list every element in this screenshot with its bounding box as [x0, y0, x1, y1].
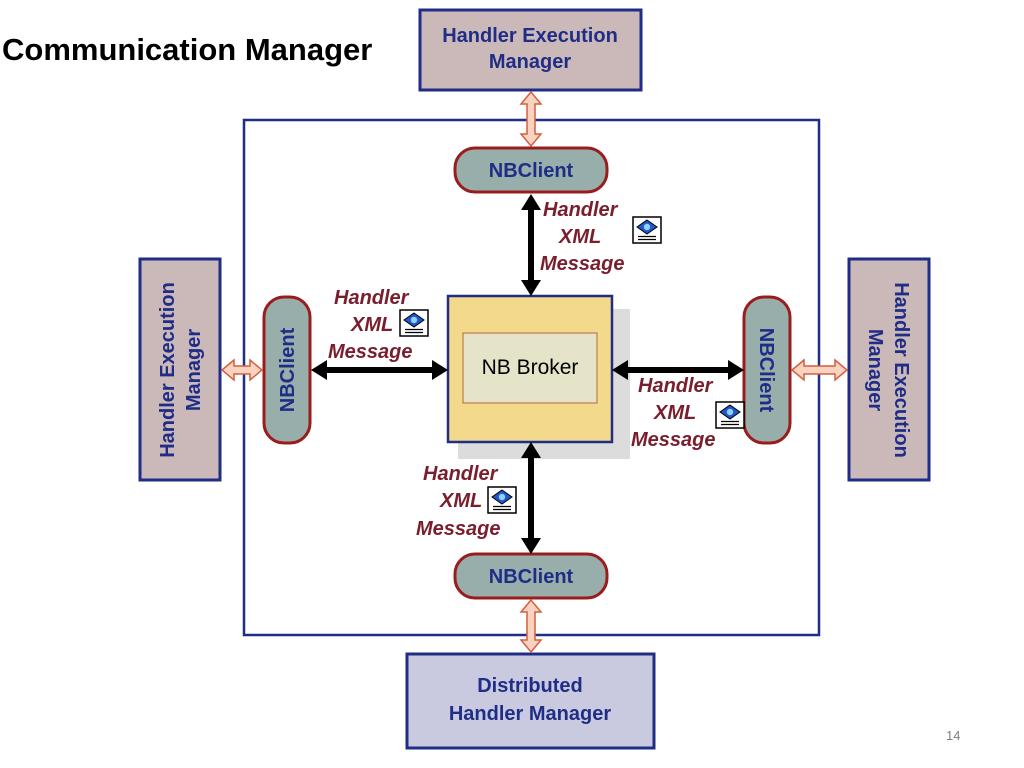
message-top-line3: Message: [540, 253, 625, 275]
manager-bottom: Distributed Handler Manager: [405, 652, 656, 750]
manager-top: Handler Execution Manager: [418, 8, 643, 92]
message-label-left: Handler XML Message: [328, 287, 413, 363]
connector-left: [220, 358, 264, 382]
client-left-label: NBClient: [277, 327, 299, 412]
arrow-broker-right: [612, 360, 744, 380]
client-bottom: NBClient: [453, 552, 609, 600]
manager-bottom-line1: Distributed: [477, 675, 583, 697]
message-right-line2: XML: [653, 402, 696, 424]
xml-document-icon: [715, 401, 745, 429]
manager-left: Handler Execution Manager: [138, 257, 222, 482]
arrow-broker-top: [521, 194, 541, 296]
client-right-label: NBClient: [755, 328, 777, 413]
xml-document-icon: [487, 486, 517, 514]
manager-right: Handler Execution Manager: [847, 257, 931, 482]
manager-left-line2: Manager: [183, 329, 205, 411]
message-bottom-line2: XML: [439, 490, 482, 512]
message-bottom-line1: Handler: [423, 463, 499, 485]
manager-top-line1: Handler Execution: [442, 25, 618, 47]
message-left-line1: Handler: [334, 287, 410, 309]
message-right-line3: Message: [631, 429, 716, 451]
message-top-line2: XML: [558, 226, 601, 248]
message-label-right: Handler XML Message: [631, 375, 716, 451]
arrow-broker-bottom: [521, 442, 541, 554]
message-label-top: Handler XML Message: [540, 199, 625, 275]
xml-document-icon: [632, 216, 662, 244]
slide-title: Communication Manager: [2, 32, 373, 67]
manager-bottom-line2: Handler Manager: [449, 703, 611, 725]
message-bottom-line3: Message: [416, 518, 501, 540]
connector-top: [519, 90, 543, 148]
manager-top-line2: Manager: [489, 51, 571, 73]
message-right-line1: Handler: [638, 375, 714, 397]
arrow-broker-left: [311, 360, 448, 380]
xml-document-icon: [399, 309, 429, 337]
broker-inner-box: [462, 332, 598, 404]
message-top-line1: Handler: [543, 199, 619, 221]
connector-bottom: [519, 598, 543, 654]
manager-left-line1: Handler Execution: [157, 282, 179, 458]
manager-right-line2: Manager: [864, 329, 886, 411]
manager-right-line1: Handler Execution: [890, 282, 912, 458]
page-number: 14: [946, 728, 961, 743]
client-top-label: NBClient: [489, 160, 574, 182]
broker-label: NB Broker: [482, 356, 579, 379]
message-left-line3: Message: [328, 341, 413, 363]
message-left-line2: XML: [350, 314, 393, 336]
client-left: NBClient: [262, 295, 312, 445]
client-top: NBClient: [453, 146, 609, 194]
connector-right: [790, 358, 849, 382]
message-label-bottom: Handler XML Message: [416, 463, 501, 540]
client-bottom-label: NBClient: [489, 566, 574, 588]
client-right: NBClient: [742, 295, 792, 445]
